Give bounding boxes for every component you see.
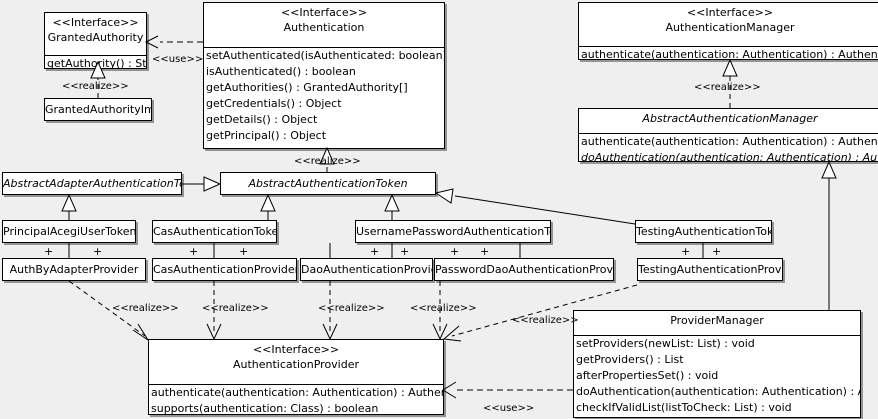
member-setauthenticated: setAuthenticated(isAuthenticated: boolea… bbox=[206, 49, 445, 62]
class-name-authentication-manager: AuthenticationManager bbox=[665, 21, 795, 34]
connector-label-use-provider-manager: <<use>> bbox=[483, 403, 535, 414]
class-name-abstract-adapter-authentication-token: AbstractAdapterAuthenticationToken bbox=[3, 177, 181, 190]
class-box-testing-authentication-token[interactable]: TestingAuthenticationToken bbox=[635, 220, 772, 243]
members-granted-authority: getAuthority() : String bbox=[45, 56, 147, 69]
member-getdetails: getDetails() : Object bbox=[206, 113, 318, 126]
member-supports: supports(authentication: Class) : boolea… bbox=[151, 402, 379, 415]
class-box-authentication[interactable]: <<Interface>> Authentication setAuthenti… bbox=[203, 2, 445, 149]
class-box-granted-authority[interactable]: <<Interface>> GrantedAuthority getAuthor… bbox=[44, 12, 147, 69]
class-box-auth-by-adapter-provider[interactable]: AuthByAdapterProvider bbox=[2, 258, 146, 281]
connector-label-realize-auth-by-adapter: <<realize>> bbox=[112, 303, 179, 314]
class-box-abstract-adapter-authentication-token[interactable]: AbstractAdapterAuthenticationToken bbox=[2, 172, 182, 195]
member-authenticate: authenticate(authentication: Authenticat… bbox=[151, 386, 443, 399]
assoc-plus-marker: + bbox=[370, 245, 380, 258]
member-getauthorities: getAuthorities() : GrantedAuthority[] bbox=[206, 81, 408, 94]
class-name-password-dao-authentication-provider: PasswordDaoAuthenticationProvider bbox=[435, 263, 614, 276]
connector-label-realize-cas-provider: <<realize>> bbox=[202, 303, 269, 314]
class-name-authentication-provider: AuthenticationProvider bbox=[232, 358, 360, 371]
class-box-cas-authentication-token[interactable]: CasAuthenticationToken bbox=[152, 220, 277, 243]
class-name-cas-authentication-token: CasAuthenticationToken bbox=[153, 225, 277, 238]
class-name-granted-authority: GrantedAuthority bbox=[47, 31, 144, 44]
class-box-abstract-authentication-manager[interactable]: AbstractAuthenticationManager authentica… bbox=[578, 108, 878, 162]
member-setproviders: setProviders(newList: List) : void bbox=[576, 337, 755, 350]
connector-label-realize-granted-authority-impl: <<realize>> bbox=[62, 81, 129, 92]
class-name-testing-authentication-provider: TestingAuthenticationProvider bbox=[638, 263, 782, 276]
class-box-granted-authority-impl[interactable]: GrantedAuthorityImpl bbox=[44, 98, 152, 121]
assoc-plus-marker: + bbox=[44, 245, 54, 258]
class-box-principal-acegi-user-token[interactable]: PrincipalAcegiUserToken bbox=[2, 220, 136, 243]
members-authentication: setAuthenticated(isAuthenticated: boolea… bbox=[204, 48, 444, 144]
class-box-provider-manager[interactable]: ProviderManager setProviders(newList: Li… bbox=[573, 310, 861, 418]
class-name-granted-authority-impl: GrantedAuthorityImpl bbox=[45, 103, 151, 116]
connector-label-realize-dao-provider: <<realize>> bbox=[318, 303, 385, 314]
member-getauthority: getAuthority() : String bbox=[47, 57, 147, 69]
member-isauthenticated: isAuthenticated() : boolean bbox=[206, 65, 356, 78]
class-box-password-dao-authentication-provider[interactable]: PasswordDaoAuthenticationProvider bbox=[434, 258, 614, 281]
class-box-testing-authentication-provider[interactable]: TestingAuthenticationProvider bbox=[637, 258, 783, 281]
class-box-authentication-provider[interactable]: <<Interface>> AuthenticationProvider aut… bbox=[148, 339, 444, 415]
class-box-authentication-manager[interactable]: <<Interface>> AuthenticationManager auth… bbox=[578, 2, 878, 60]
member-getcredentials: getCredentials() : Object bbox=[206, 97, 342, 110]
stereotype-interface: <<Interface>> bbox=[52, 16, 139, 29]
member-doauthentication: doAuthentication(authentication: Authent… bbox=[581, 151, 878, 162]
class-box-username-password-authentication-token[interactable]: UsernamePasswordAuthenticationToken bbox=[355, 220, 551, 243]
connector-label-realize-abstract-authentication-manager: <<realize>> bbox=[694, 82, 761, 93]
class-name-username-password-authentication-token: UsernamePasswordAuthenticationToken bbox=[356, 225, 550, 238]
members-authentication-provider: authenticate(authentication: Authenticat… bbox=[149, 385, 443, 415]
member-authenticate: authenticate(authentication: Authenticat… bbox=[581, 135, 878, 148]
connector-label-use-authentication-granted-authority: <<use>> bbox=[152, 54, 204, 65]
connector-label-realize-testing-provider: <<realize>> bbox=[512, 315, 579, 326]
member-doauthentication: doAuthentication(authentication: Authent… bbox=[576, 385, 860, 398]
member-afterpropertiesset: afterPropertiesSet() : void bbox=[576, 369, 719, 382]
class-box-abstract-authentication-token[interactable]: AbstractAuthenticationToken bbox=[220, 172, 436, 195]
class-name-cas-authentication-provider: CasAuthenticationProvider bbox=[153, 263, 297, 276]
assoc-plus-marker: + bbox=[681, 245, 691, 258]
assoc-plus-marker: + bbox=[400, 245, 410, 258]
class-name-principal-acegi-user-token: PrincipalAcegiUserToken bbox=[3, 225, 136, 238]
stereotype-interface: <<Interface>> bbox=[686, 6, 774, 19]
class-name-auth-by-adapter-provider: AuthByAdapterProvider bbox=[9, 263, 139, 276]
assoc-plus-marker: + bbox=[480, 245, 490, 258]
class-box-dao-authentication-provider[interactable]: DaoAuthenticationProvider bbox=[300, 258, 433, 281]
class-name-provider-manager: ProviderManager bbox=[670, 314, 764, 327]
class-name-abstract-authentication-token: AbstractAuthenticationToken bbox=[248, 177, 408, 190]
connector-label-realize-abstract-authentication-token: <<realize>> bbox=[294, 156, 361, 167]
stereotype-interface: <<Interface>> bbox=[252, 343, 340, 356]
assoc-plus-marker: + bbox=[712, 245, 722, 258]
members-abstract-authentication-manager: authenticate(authentication: Authenticat… bbox=[579, 134, 878, 162]
assoc-plus-marker: + bbox=[239, 245, 249, 258]
class-name-abstract-authentication-manager: AbstractAuthenticationManager bbox=[642, 112, 818, 125]
assoc-plus-marker: + bbox=[450, 245, 460, 258]
assoc-plus-marker: + bbox=[189, 245, 199, 258]
member-checkifvalidlist: checkIfValidList(listToCheck: List) : vo… bbox=[576, 401, 792, 414]
connector-label-realize-password-dao-provider: <<realize>> bbox=[410, 303, 477, 314]
class-name-dao-authentication-provider: DaoAuthenticationProvider bbox=[301, 263, 432, 276]
member-getprincipal: getPrincipal() : Object bbox=[206, 129, 327, 142]
class-name-testing-authentication-token: TestingAuthenticationToken bbox=[636, 225, 772, 238]
members-provider-manager: setProviders(newList: List) : void getPr… bbox=[574, 336, 860, 416]
assoc-plus-marker: + bbox=[93, 245, 103, 258]
stereotype-interface: <<Interface>> bbox=[280, 6, 368, 19]
class-name-authentication: Authentication bbox=[283, 21, 365, 34]
member-getproviders: getProviders() : List bbox=[576, 353, 684, 366]
class-box-cas-authentication-provider[interactable]: CasAuthenticationProvider bbox=[152, 258, 297, 281]
member-authenticate: authenticate(authentication: Authenticat… bbox=[581, 48, 878, 60]
members-authentication-manager: authenticate(authentication: Authenticat… bbox=[579, 47, 878, 60]
